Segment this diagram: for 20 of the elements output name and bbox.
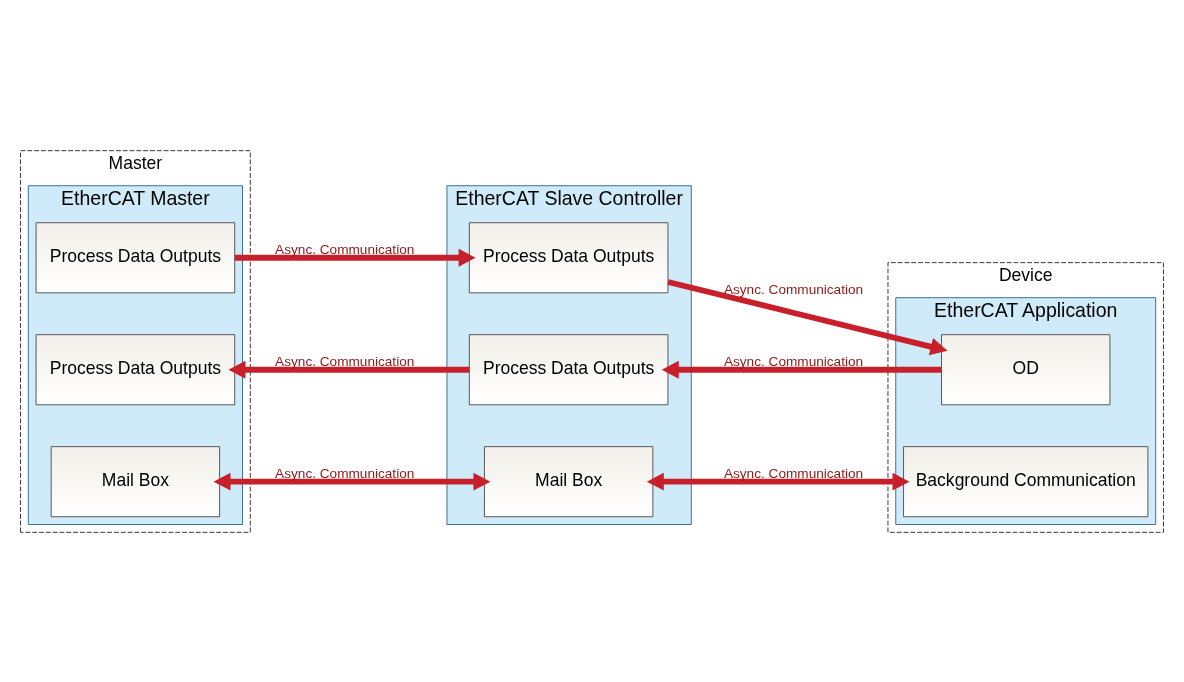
arrow	[667, 278, 948, 355]
node-box: Process Data Outputs	[468, 333, 669, 405]
edge-label: Async. Communication	[723, 465, 864, 481]
edge-label: Async. Communication	[723, 353, 864, 369]
node-box: Mail Box	[483, 445, 654, 517]
node-box: Process Data Outputs	[35, 221, 236, 293]
edge-label: Async. Communication	[275, 353, 415, 369]
arrow	[661, 360, 942, 379]
arrow	[646, 472, 910, 491]
edge-label: Async. Communication	[275, 241, 415, 257]
arrow	[228, 360, 470, 379]
node-box: Mail Box	[50, 445, 221, 517]
node-box: Process Data Outputs	[468, 221, 669, 293]
arrow	[213, 472, 491, 491]
edge-label: Async. Communication	[275, 465, 415, 481]
node-box: Process Data Outputs	[35, 333, 236, 405]
arrow	[234, 248, 476, 267]
edge-label: Async. Communication	[723, 281, 864, 297]
node-box: OD	[941, 333, 1111, 405]
node-box: Background Communication	[903, 445, 1149, 517]
